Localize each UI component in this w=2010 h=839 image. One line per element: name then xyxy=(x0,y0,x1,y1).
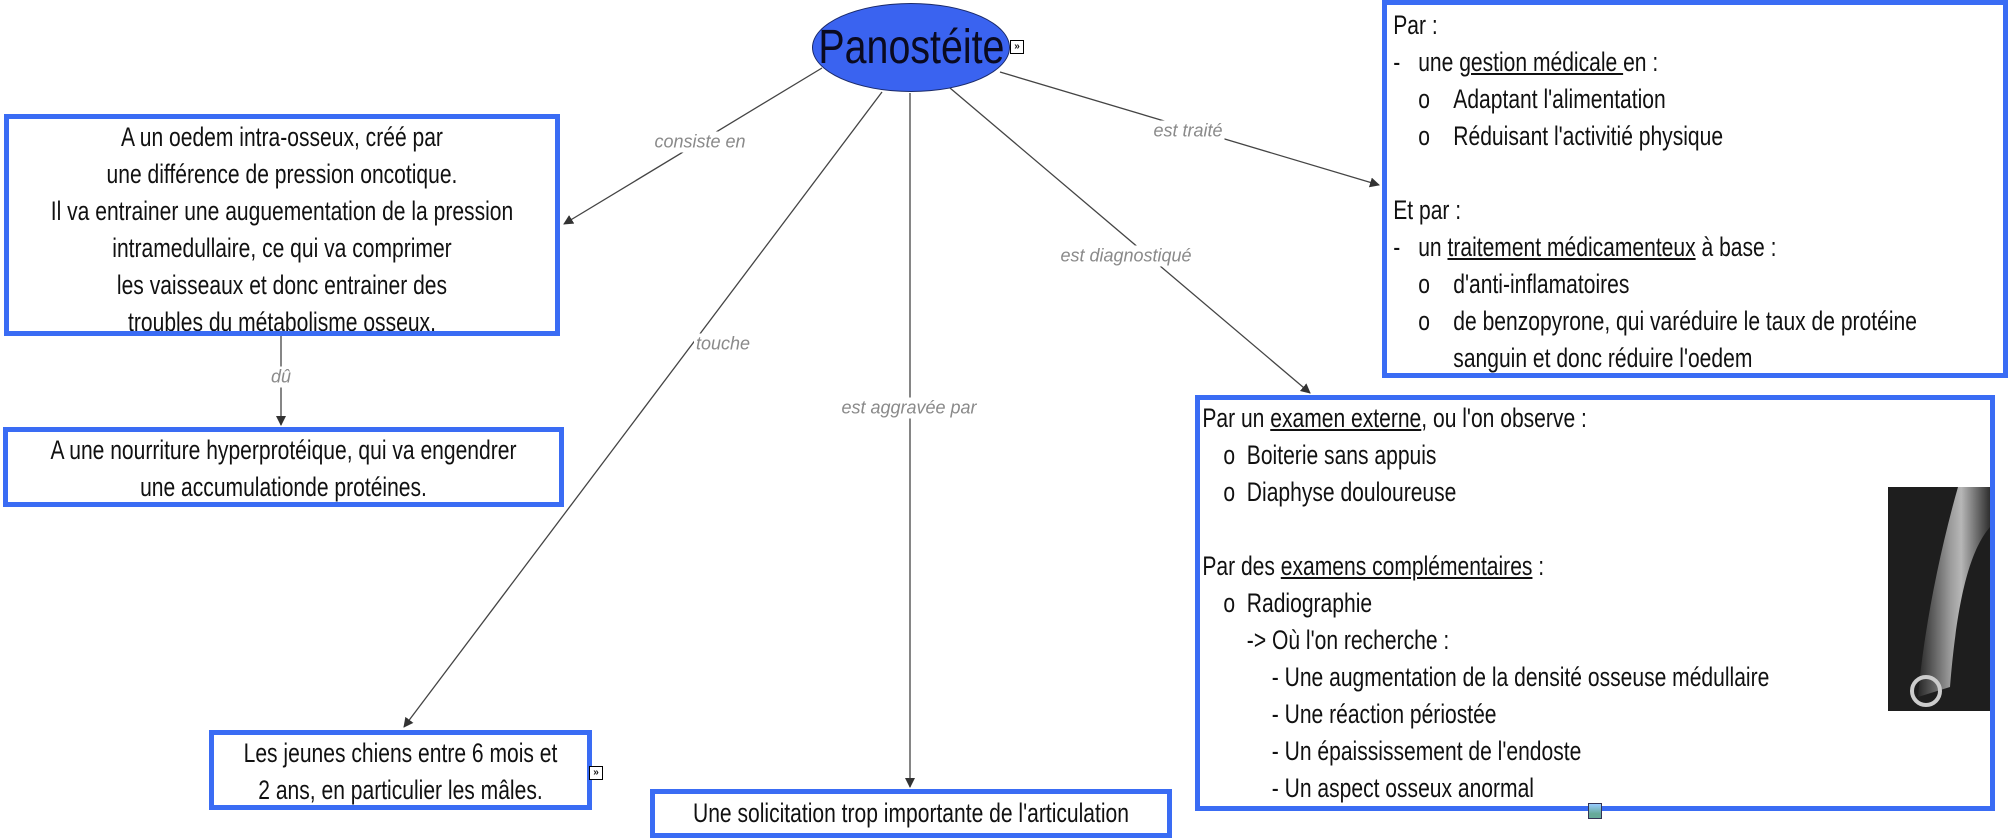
text: une xyxy=(1418,47,1460,77)
text: Adaptant l'alimentation xyxy=(1453,84,1666,114)
node-text-line: o Diaphyse douloureuse xyxy=(1200,474,1990,511)
text: d'anti-inflamatoires xyxy=(1453,269,1630,299)
image-attachment-icon[interactable] xyxy=(1588,803,1602,819)
underlined-text: examen externe xyxy=(1270,403,1422,433)
link-label-est-diagnostique: est diagnostiqué xyxy=(1058,245,1194,267)
link-est-diagnostique xyxy=(949,87,1311,394)
node-text-line: - Une réaction périostée xyxy=(1271,699,1497,729)
node-text-line: une accumulationde protéines. xyxy=(140,472,427,502)
text: Par un xyxy=(1202,403,1271,433)
node-text-line: Par des examens complémentaires : xyxy=(1200,548,1990,585)
bullet-marker: o xyxy=(1418,306,1430,336)
node-aggravation[interactable]: Une solicitation trop importante de l'ar… xyxy=(650,789,1172,838)
link-label-est-traite: est traité xyxy=(1151,120,1225,142)
node-cause[interactable]: A une nourriture hyperprotéique, qui va … xyxy=(3,427,564,507)
bullet-marker: o xyxy=(1223,440,1236,470)
bullet-marker: o xyxy=(1418,121,1430,151)
node-text-line: A une nourriture hyperprotéique, qui va … xyxy=(50,435,517,465)
bullet-marker: o xyxy=(1418,269,1430,299)
text: : xyxy=(1532,551,1545,581)
text: Réduisant l'activitié physique xyxy=(1453,121,1724,151)
node-diagnosis[interactable]: Par un examen externe, ou l'on observe :… xyxy=(1195,395,1995,811)
node-text-line: A un oedem intra-osseux, créé par xyxy=(121,122,443,152)
node-text-line: Les jeunes chiens entre 6 mois et xyxy=(243,738,558,768)
radiograph-image xyxy=(1888,487,1990,711)
text: à base : xyxy=(1695,232,1777,262)
text: de benzopyrone, qui varéduire le taux de… xyxy=(1453,306,1917,336)
bullet-marker: o xyxy=(1418,84,1430,114)
bullet-marker: o xyxy=(1223,477,1236,507)
node-text-line: 2 ans, en particulier les mâles. xyxy=(258,775,543,805)
bullet-marker: o xyxy=(1223,588,1236,618)
text: Diaphyse douloureuse xyxy=(1246,477,1457,507)
node-text-line: o Adaptant l'alimentation xyxy=(1387,81,2003,118)
node-text-line: Il va entrainer une auguementation de la… xyxy=(50,196,514,226)
node-text-line: o Réduisant l'activitié physique xyxy=(1387,118,2003,155)
node-text-line: - Une augmentation de la densité osseuse… xyxy=(1271,662,1770,692)
underlined-text: traitement médicamenteux xyxy=(1447,232,1696,262)
text: , ou l'on observe : xyxy=(1421,403,1587,433)
text: Par des xyxy=(1202,551,1281,581)
node-text-line: - Un épaississement de l'endoste xyxy=(1271,736,1582,766)
underlined-text: examens complémentaires xyxy=(1280,551,1533,581)
text: en : xyxy=(1623,47,1659,77)
text: Boiterie sans appuis xyxy=(1246,440,1437,470)
node-text-line: -> Où l'on recherche : xyxy=(1246,625,1450,655)
node-text-line: -un traitement médicamenteux à base : xyxy=(1387,229,2003,266)
dash-marker: - xyxy=(1393,232,1401,262)
link-label-du: dû xyxy=(268,366,294,388)
node-text-line: Par un examen externe, ou l'on observe : xyxy=(1200,400,1990,437)
node-text-line: -une gestion médicale en : xyxy=(1387,44,2003,81)
node-text-line: Par : xyxy=(1393,10,1438,40)
link-label-consiste-en: consiste en xyxy=(652,131,748,153)
node-text-line: - Un aspect osseux anormal xyxy=(1271,773,1534,803)
node-text-line: les vaisseaux et donc entrainer des xyxy=(116,270,448,300)
link-label-est-aggravee-par: est aggravée par xyxy=(839,397,979,419)
link-touche xyxy=(403,91,883,728)
node-text-line: troubles du métabolisme osseux. xyxy=(128,307,436,336)
node-text-line: o de benzopyrone, qui varéduire le taux d… xyxy=(1387,303,2003,340)
central-concept-title: Panostéite xyxy=(818,21,1005,74)
link-label-touche: touche xyxy=(693,333,753,355)
node-text-line: o d'anti-inflamatoires xyxy=(1387,266,2003,303)
node-text: Une solicitation trop importante de l'ar… xyxy=(692,798,1129,828)
node-text-line: o Boiterie sans appuis xyxy=(1200,437,1990,474)
underlined-text: gestion médicale xyxy=(1459,47,1624,77)
node-population[interactable]: Les jeunes chiens entre 6 mois et 2 ans,… xyxy=(209,730,592,810)
expand-icon[interactable]: » xyxy=(589,766,603,780)
node-text-line: o Radiographie xyxy=(1200,585,1990,622)
text: Radiographie xyxy=(1246,588,1373,618)
central-concept-panosteite[interactable]: Panostéite xyxy=(812,3,1010,92)
node-text-line: Et par : xyxy=(1393,195,1462,225)
node-text-line: intramedullaire, ce qui va comprimer xyxy=(112,233,452,263)
dash-marker: - xyxy=(1393,47,1401,77)
text: un xyxy=(1418,232,1448,262)
node-text-line: sanguin et donc réduire l'oedem xyxy=(1453,343,1753,373)
node-text-line: une différence de pression oncotique. xyxy=(106,159,458,189)
node-definition[interactable]: A un oedem intra-osseux, créé par une di… xyxy=(4,114,560,336)
expand-icon[interactable]: » xyxy=(1010,40,1024,54)
